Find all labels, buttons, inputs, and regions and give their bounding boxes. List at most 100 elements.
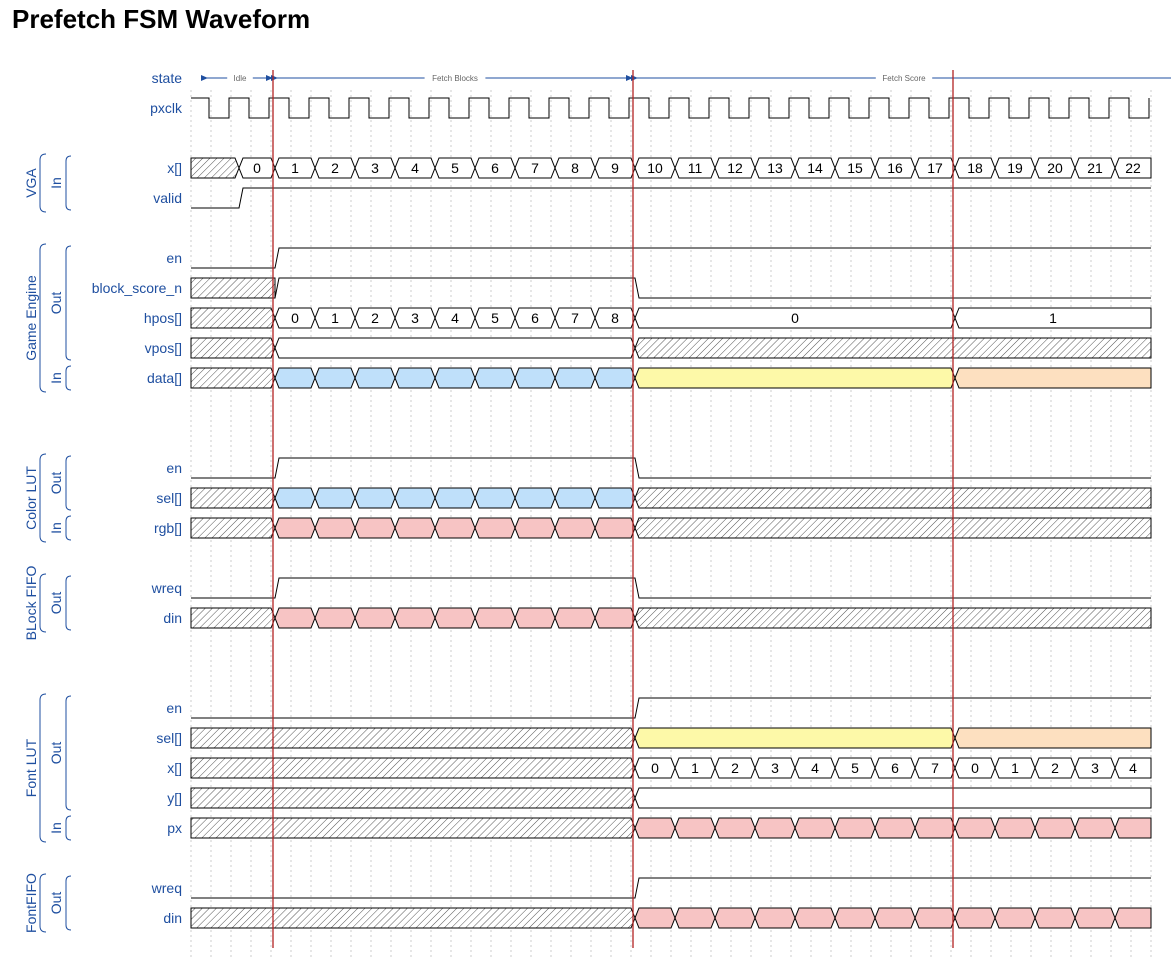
bus-segment [1074,907,1116,929]
group-label: VGA [23,168,39,198]
bus-segment [874,907,916,929]
bus-segment [434,307,476,329]
bus-segment [914,757,956,779]
bus-segment [754,157,796,179]
bus-segment [954,367,1152,389]
bus-value: 9 [611,160,619,176]
bus-segment [434,157,476,179]
bus-segment [634,757,676,779]
bus-value: 17 [927,160,943,176]
pxclk-trace [191,97,1150,119]
direction-label: Out [48,592,64,615]
bus-segment [394,367,436,389]
bus-segment [314,487,356,509]
bus-segment [634,157,676,179]
bus-value: 4 [811,760,819,776]
bus-value: 22 [1125,160,1141,176]
bus-segment [1114,817,1152,839]
bus-segment [1074,817,1116,839]
bus-segment [274,487,316,509]
bus-segment [594,367,636,389]
bus-segment [994,817,1036,839]
direction-label: In [48,522,64,534]
bus-segment [594,607,636,629]
bus-segment [914,157,956,179]
bus-segment [1114,757,1152,779]
bus-segment [594,517,636,539]
bus-segment [634,607,1152,629]
bus-segment [434,607,476,629]
bus-segment [874,157,916,179]
direction-bracket [65,695,72,811]
bus-segment [634,367,956,389]
signal-label: din [163,910,182,926]
bit-trace [191,697,1151,719]
direction-label: Out [48,472,64,495]
bus-value: 11 [688,160,703,176]
bus-segment [634,517,1152,539]
state-segment-label: Fetch Blocks [432,74,478,83]
bus-segment [190,907,636,929]
bus-segment [1034,157,1076,179]
bus-segment [190,727,636,749]
bus-segment [514,517,556,539]
bit-trace [191,187,1151,209]
bus-segment [674,757,716,779]
bus-segment [514,157,556,179]
bus-segment [190,817,636,839]
bus-segment [474,517,516,539]
bus-segment [994,907,1036,929]
bus-segment [754,817,796,839]
bus-value: 5 [451,160,459,176]
bus-value: 14 [807,160,823,176]
bus-segment [874,757,916,779]
signal-label: en [166,250,182,266]
bus-value: 15 [847,160,863,176]
signal-label: block_score_n [92,280,182,296]
bit-trace [191,457,1151,479]
bus-segment [834,817,876,839]
bus-value: 19 [1007,160,1023,176]
direction-bracket [65,815,72,841]
bus-value: 4 [451,310,459,326]
bus-segment [554,607,596,629]
bus-segment [514,307,556,329]
bus-value: 0 [253,160,261,176]
bus-segment [190,517,276,539]
bus-segment [954,757,996,779]
bus-segment [594,157,636,179]
direction-bracket [65,875,72,931]
direction-bracket [65,245,72,361]
bus-segment [514,367,556,389]
signal-label: sel[] [156,490,182,506]
bus-segment [274,157,316,179]
bus-segment [714,907,756,929]
bus-segment [954,907,996,929]
bus-segment [434,487,476,509]
bus-value: 7 [531,160,539,176]
bus-segment [674,157,716,179]
bus-segment [554,517,596,539]
bus-segment [354,517,396,539]
bus-segment [834,157,876,179]
bus-value: 10 [647,160,663,176]
bus-value: 1 [291,160,299,176]
direction-bracket [65,515,72,541]
bus-value: 0 [291,310,299,326]
bus-value: 16 [887,160,903,176]
bus-segment [190,487,276,509]
bus-segment [514,487,556,509]
bus-segment [954,727,1152,749]
bus-segment [238,157,276,179]
bus-segment [754,757,796,779]
bus-segment [794,757,836,779]
signal-label: vpos[] [145,340,182,356]
bus-segment [190,307,276,329]
bus-segment [954,157,996,179]
bus-value: 7 [931,760,939,776]
group-label: Font LUT [23,738,39,797]
bus-segment [274,367,316,389]
group-bracket [39,873,47,933]
